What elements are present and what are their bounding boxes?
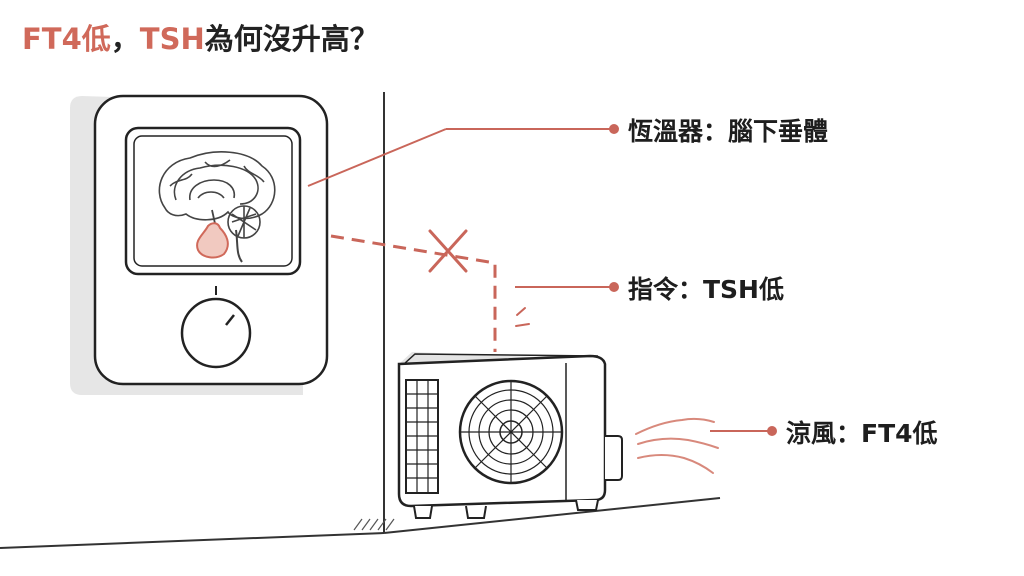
- label-cool-air-ft4: 涼風：FT4低: [786, 419, 938, 448]
- signal-path: [330, 234, 497, 352]
- title-tsh: TSH: [139, 22, 205, 56]
- blocked-x-icon: [428, 229, 468, 273]
- callout-leaders: [307, 128, 770, 432]
- title-ft4-low: FT4低: [22, 22, 111, 56]
- feet: [413, 499, 599, 519]
- ac-outdoor-unit: [397, 352, 623, 519]
- title-comma: ，: [110, 22, 140, 56]
- pipe-valve: [605, 435, 623, 481]
- vibration-marks: [515, 307, 530, 327]
- cool-air-waves-icon: [635, 417, 719, 474]
- callout-dot-cool-air: [767, 426, 777, 436]
- title-question: 為何沒升高？: [204, 22, 379, 56]
- thermostat: [70, 94, 329, 395]
- side-vent-grille: [405, 379, 439, 494]
- callout-dot-thermostat: [609, 124, 619, 134]
- floor-hatching: [353, 518, 395, 531]
- wall-corner: [0, 92, 721, 549]
- callout-dot-command: [609, 282, 619, 292]
- brain-icon: [158, 151, 276, 263]
- label-command-tsh: 指令：TSH低: [628, 275, 784, 304]
- thermostat-dial: [180, 297, 252, 369]
- pituitary-gland-icon: [196, 222, 229, 259]
- page-title: FT4低，TSH為何沒升高？: [22, 16, 379, 58]
- fan-grille: [458, 379, 564, 485]
- label-thermostat-pituitary: 恆溫器：腦下垂體: [628, 117, 829, 146]
